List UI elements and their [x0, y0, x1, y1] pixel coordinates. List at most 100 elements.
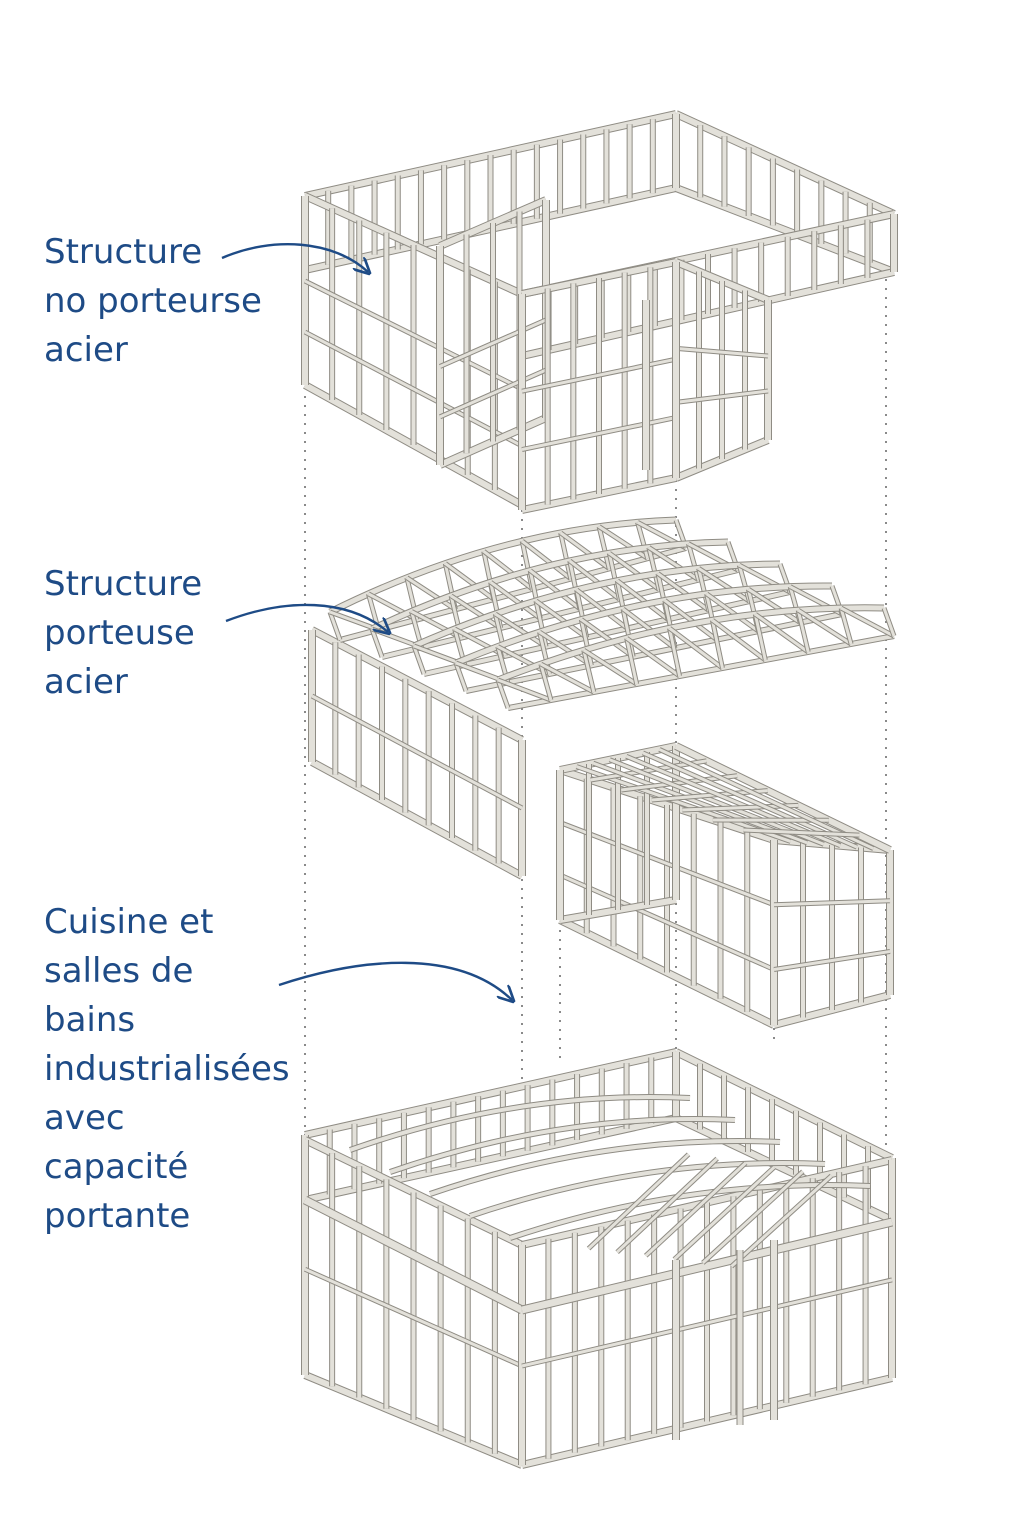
frame-member — [705, 592, 760, 633]
frame-member — [568, 559, 621, 601]
label-line: industrialisées — [44, 1049, 290, 1089]
frame-member — [840, 606, 895, 638]
frame-member — [339, 546, 687, 642]
frame-member — [439, 368, 547, 419]
frame-member — [489, 581, 542, 620]
frame-member — [597, 526, 611, 569]
frame-member — [882, 607, 896, 637]
frame-member — [304, 1267, 523, 1368]
frame-member — [521, 1278, 893, 1368]
arched-truss-chord — [349, 1095, 691, 1152]
frame-member — [496, 679, 510, 709]
frame-member — [753, 613, 767, 661]
arched-truss-chord — [429, 1139, 781, 1196]
frame-member — [521, 357, 677, 393]
frame-member — [304, 330, 523, 448]
frame-member — [710, 619, 724, 669]
frame-member — [673, 1166, 776, 1261]
frame-member — [675, 346, 769, 358]
frame-member — [559, 532, 573, 579]
frame-member — [575, 588, 629, 630]
curved-arrow-icon — [278, 961, 512, 1000]
frame-member — [329, 610, 379, 632]
label-load-bearing-structure: Structure porteuse acier — [44, 560, 202, 707]
frame-member — [587, 1153, 690, 1250]
frame-member — [521, 1218, 893, 1314]
frame-member — [529, 569, 581, 610]
frame-member — [381, 568, 739, 659]
frame-member — [494, 612, 547, 648]
curved-arrow-icon — [225, 603, 388, 632]
frame-member — [423, 590, 791, 676]
frame-member — [616, 579, 669, 621]
frame-member — [450, 594, 502, 630]
frame-member — [521, 416, 677, 451]
arched-truss-chord — [389, 1117, 736, 1174]
label-line: acier — [44, 330, 128, 370]
frame-member — [644, 1161, 747, 1257]
frame-member — [598, 525, 649, 560]
curved-arrow-icon — [221, 243, 368, 272]
frame-member — [444, 562, 495, 601]
frame-member — [497, 678, 552, 702]
frame-member — [406, 576, 457, 611]
frame-member — [796, 609, 810, 653]
frame-member — [482, 550, 534, 591]
frame-member — [622, 607, 676, 650]
frame-member — [657, 572, 710, 612]
frame-member — [674, 185, 896, 275]
frame-member — [711, 619, 767, 662]
frame-member — [797, 608, 852, 646]
frame-member — [507, 634, 895, 710]
label-line: Structure — [44, 232, 203, 272]
label-line: porteuse — [44, 613, 195, 653]
label-industrialised-modules: Cuisine et salles de bains industrialisé… — [44, 898, 290, 1241]
frame-member — [540, 662, 595, 694]
label-line: portante — [44, 1196, 191, 1236]
arched-truss-chord — [370, 539, 729, 632]
frame-member — [582, 648, 638, 686]
frame-member — [304, 279, 523, 391]
frame-member — [521, 539, 572, 580]
frame-member — [747, 588, 802, 624]
frame-member — [773, 950, 891, 971]
frame-member — [580, 618, 634, 658]
frame-member — [674, 1115, 894, 1223]
frame-member — [625, 637, 639, 685]
frame-member — [310, 627, 524, 743]
frame-member — [311, 694, 523, 810]
frame-member — [668, 627, 682, 677]
frame-member — [730, 1174, 833, 1268]
frame-member — [839, 607, 853, 645]
frame-member — [663, 599, 718, 641]
frame-member — [674, 1049, 894, 1161]
frame-member — [328, 611, 342, 641]
frame-member — [303, 1196, 524, 1314]
frame-member — [559, 531, 610, 570]
frame-member — [686, 543, 700, 581]
frame-member — [648, 546, 700, 581]
frame-member — [304, 1049, 677, 1138]
label-line: avec — [44, 1098, 125, 1138]
frame-member — [675, 389, 769, 404]
frame-member — [538, 630, 593, 667]
arched-truss-chord — [455, 583, 833, 666]
frame-member — [701, 1170, 804, 1264]
label-line: no porteurse — [44, 281, 262, 321]
frame-member — [697, 567, 751, 603]
label-line: bains — [44, 1000, 136, 1040]
arched-truss-chord — [412, 561, 781, 649]
arched-truss-chord — [469, 1161, 826, 1218]
frame-member — [582, 649, 596, 693]
frame-member — [608, 552, 660, 591]
arched-truss-chord — [328, 517, 677, 615]
frame-member — [559, 821, 775, 907]
frame-member — [539, 663, 553, 701]
frame-member — [535, 599, 588, 639]
label-line: salles de — [44, 951, 194, 991]
label-line: capacité — [44, 1147, 189, 1187]
frame-member — [579, 619, 593, 666]
frame-member — [636, 521, 650, 559]
